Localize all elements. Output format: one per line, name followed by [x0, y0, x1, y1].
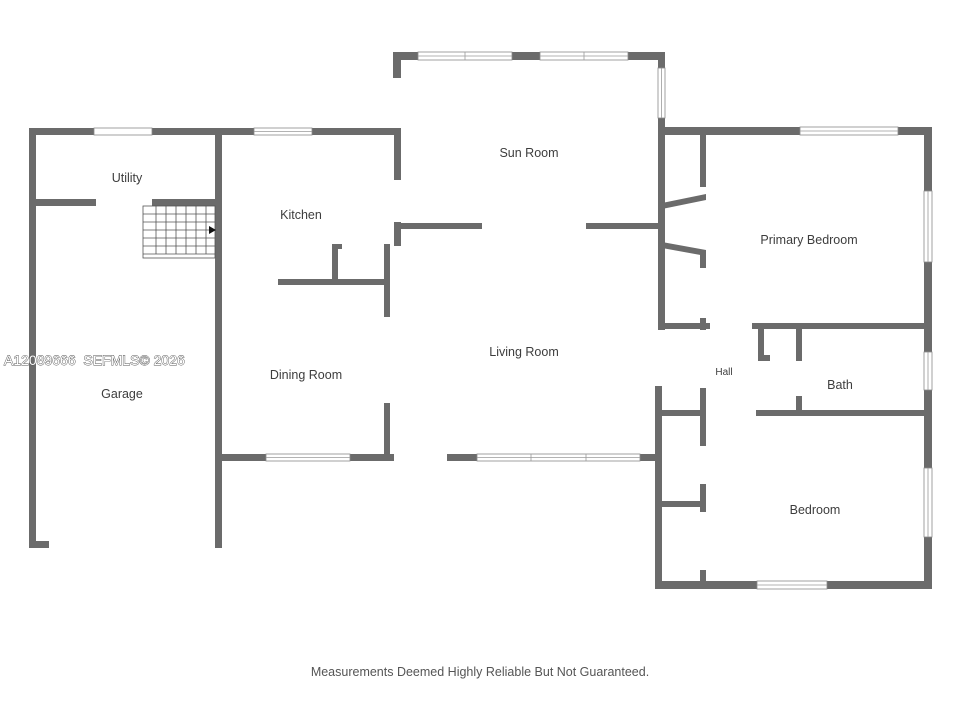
wall-garage-left — [29, 128, 36, 548]
wall-bath-left-upper — [796, 323, 802, 361]
wall-bath-left-lower — [796, 396, 802, 412]
wall-wing-left-lower — [655, 386, 662, 589]
label-kitchen: Kitchen — [280, 208, 322, 222]
window-sunroom-top — [417, 51, 629, 61]
measurement-disclaimer: Measurements Deemed Highly Reliable But … — [311, 665, 649, 679]
stair-arrow-icon — [209, 226, 216, 234]
wall-sunroom-right-upper — [658, 52, 665, 68]
wall-dining-right-upper — [384, 244, 390, 317]
window-primary-top — [799, 126, 899, 136]
wall-pantry-top — [332, 244, 342, 249]
window-bath-right — [923, 351, 933, 391]
wall-hall-closet-left — [700, 388, 706, 446]
wall-wing-right-d — [924, 537, 932, 589]
wall-sunroom-bottom-right — [586, 223, 660, 229]
wall-wing-right-c — [924, 390, 932, 468]
wall-wing-right-a — [924, 127, 932, 191]
label-bedroom: Bedroom — [790, 503, 841, 517]
wall-primary-bottom-b — [752, 323, 928, 329]
wall-sunroom-left — [393, 52, 401, 78]
wall-bed-closet-divider — [700, 484, 706, 512]
window-sunroom-right — [657, 67, 666, 119]
wall-closet-angle-upper — [662, 194, 706, 209]
wall-closet-divider-lower — [700, 250, 706, 268]
label-hall: Hall — [715, 367, 732, 378]
label-bath: Bath — [827, 378, 853, 392]
window-kitchen — [253, 127, 313, 136]
wall-wing-left-upper — [658, 127, 665, 330]
window-dining-bottom — [265, 453, 351, 462]
label-sun-room: Sun Room — [499, 146, 558, 160]
wall-kitchen-right-lower — [394, 222, 401, 246]
stairs — [142, 205, 216, 259]
wall-primary-bottom-a — [662, 323, 710, 329]
wall-linen-bottom — [758, 355, 770, 361]
wall-utility-bottom-a — [36, 199, 96, 206]
window-primary-right — [923, 190, 933, 263]
wall-sunroom-bottom-left — [398, 223, 482, 229]
wall-garage-top — [29, 128, 399, 135]
label-utility: Utility — [112, 171, 143, 185]
room-labels: Utility Kitchen Sun Room Primary Bedroom… — [101, 146, 857, 517]
wall-bed-closet-top — [662, 501, 706, 507]
window-utility-top — [93, 127, 153, 136]
wall-wing-right-b — [924, 262, 932, 352]
wall-pantry-left — [332, 244, 338, 282]
wall-closet-angle-lower — [662, 242, 706, 256]
mls-watermark: A12089666 SEFMLS© 2026 — [4, 352, 185, 368]
label-garage: Garage — [101, 387, 143, 401]
wall-living-bottom-a — [447, 454, 477, 461]
window-bedroom-bottom — [756, 580, 828, 590]
wall-garage-bottom-left — [29, 541, 49, 548]
wall-kitchen-right-upper — [394, 128, 401, 180]
wall-sunroom-top — [393, 52, 665, 60]
wall-hall-bottom-b — [756, 410, 928, 416]
wall-garage-right — [215, 128, 222, 548]
wall-linen-left — [758, 323, 764, 361]
label-primary-bedroom: Primary Bedroom — [760, 233, 857, 247]
label-living-room: Living Room — [489, 345, 558, 359]
window-bedroom-right — [923, 467, 933, 538]
wall-bed-closet-divider-low — [700, 570, 706, 582]
windows — [93, 51, 933, 590]
window-living-bottom — [476, 453, 641, 462]
label-dining-room: Dining Room — [270, 368, 342, 382]
wall-wing-top — [658, 127, 932, 135]
wall-utility-bottom-b — [152, 199, 222, 206]
wall-living-bottom-b — [640, 454, 662, 461]
wall-closet-divider-upper — [700, 135, 706, 187]
wall-dining-right-lower — [384, 403, 390, 461]
wall-hall-bottom-a — [662, 410, 706, 416]
